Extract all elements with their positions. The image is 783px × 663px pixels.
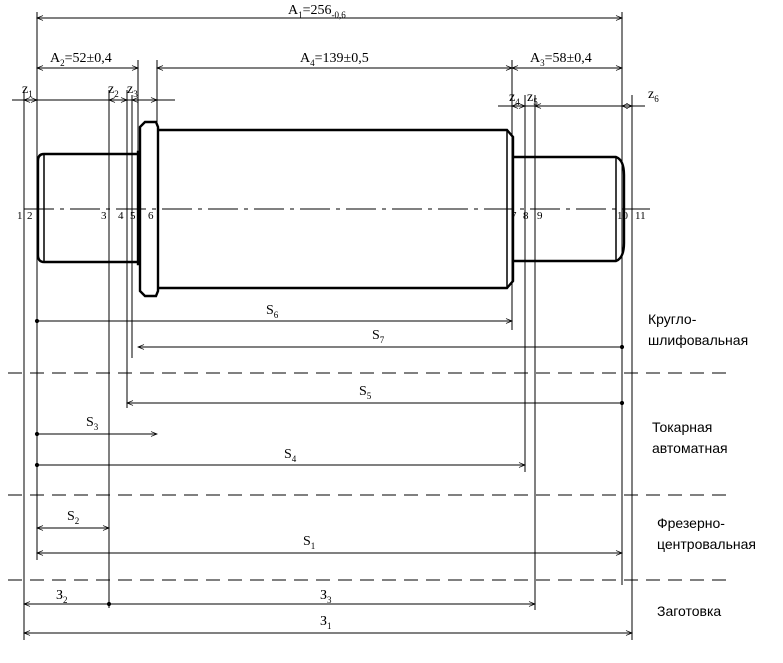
surface-numbers: 1 2 3 4 5 6 7 8 9 10 11: [17, 210, 646, 222]
surface-number: 7: [511, 210, 517, 222]
label-Z2: З2: [56, 588, 68, 605]
label-A3: A3=58±0,4: [530, 51, 592, 68]
label-S2: S2: [67, 509, 79, 526]
operation-turning-line1: Токарная: [652, 419, 712, 435]
label-z1: z1: [22, 82, 33, 99]
label-z4: z4: [509, 90, 520, 107]
label-S6: S6: [266, 303, 279, 320]
surface-number: 9: [537, 210, 543, 222]
label-z2: z2: [108, 82, 119, 99]
surface-number: 10: [617, 210, 629, 222]
label-S4: S4: [284, 447, 297, 464]
surface-number: 8: [523, 210, 529, 222]
operation-blank: Заготовка: [657, 603, 721, 619]
label-S5: S5: [359, 384, 372, 401]
label-z5: z5: [527, 90, 538, 107]
dimension-labels: A1=256-0,6 A2=52±0,4 A4=139±0,5 A3=58±0,…: [22, 3, 659, 631]
operation-separators: [8, 372, 728, 581]
label-A4: A4=139±0,5: [300, 51, 369, 68]
surface-number: 5: [130, 210, 136, 222]
label-A1: A1=256-0,6: [288, 3, 346, 20]
label-Z3: З3: [320, 588, 332, 605]
operation-turning-line2: автоматная: [652, 440, 728, 456]
surface-number: 3: [101, 210, 107, 222]
operation-grinding-line2: шлифовальная: [648, 332, 748, 348]
label-S7: S7: [372, 328, 385, 345]
operation-grinding-line1: Кругло-: [648, 311, 697, 327]
surface-number: 1: [17, 210, 23, 222]
label-A2: A2=52±0,4: [50, 51, 112, 68]
operation-milling-line1: Фрезерно-: [657, 515, 725, 531]
label-z3: z3: [127, 82, 138, 99]
label-z6: z6: [648, 87, 659, 104]
label-Z1: З1: [320, 614, 332, 631]
left-journal: [36, 152, 140, 264]
label-S3: S3: [86, 415, 99, 432]
surface-number: 4: [118, 210, 124, 222]
operation-names: Кругло- шлифовальная Токарная автоматная…: [648, 311, 756, 619]
surface-number: 2: [27, 210, 33, 222]
label-S1: S1: [303, 534, 315, 551]
operation-milling-line2: центровальная: [657, 536, 756, 552]
surface-number: 11: [635, 210, 646, 222]
collar: [138, 120, 160, 298]
surface-number: 6: [148, 210, 154, 222]
